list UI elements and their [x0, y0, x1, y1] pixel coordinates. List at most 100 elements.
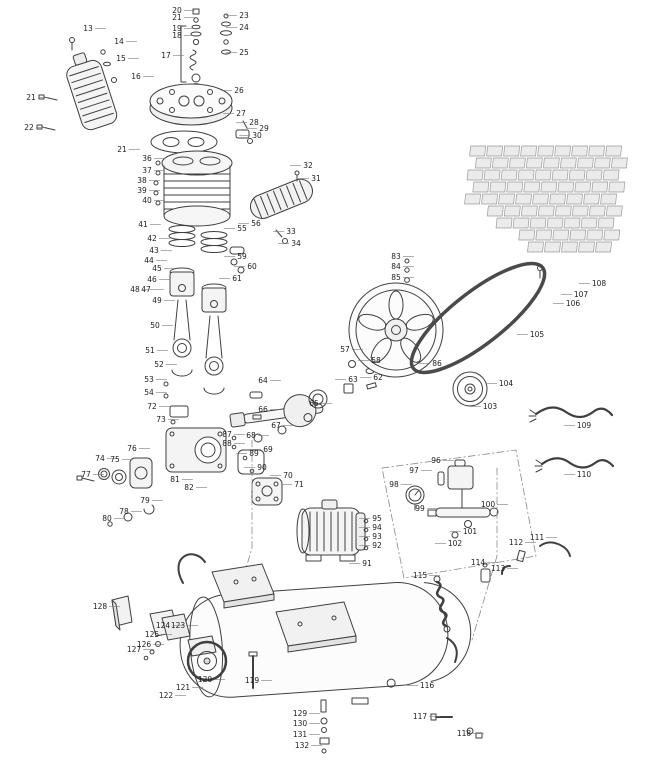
part-label-105-93: 105	[530, 330, 545, 339]
part-label-33-22: 33	[286, 227, 296, 236]
part-label-79-67: 79	[140, 496, 150, 505]
fin-brick	[569, 229, 587, 241]
fin-brick	[503, 205, 521, 217]
tank-foot	[351, 697, 369, 705]
filter-bolt	[69, 37, 75, 51]
cylinder-block	[161, 150, 233, 227]
accessory-plates	[143, 609, 191, 661]
fin-brick	[605, 205, 623, 217]
fin-brick	[486, 145, 504, 157]
fin-brick	[517, 169, 535, 181]
drain-hardware	[319, 699, 330, 754]
part-label-93-81: 93	[372, 532, 382, 541]
part-label-41-29: 41	[138, 220, 148, 229]
fin-brick	[593, 157, 611, 169]
bearing-cover-cluster	[76, 457, 155, 527]
part-label-106-94: 106	[566, 299, 581, 308]
fin-brick	[580, 217, 598, 229]
part-label-112-100: 112	[509, 538, 524, 547]
part-label-21-10: 21	[117, 145, 127, 154]
fin-brick	[503, 145, 521, 157]
strainer-screw	[294, 170, 300, 182]
part-label-120-108: 120	[198, 675, 213, 684]
fin-brick	[486, 205, 504, 217]
part-label-40-28: 40	[142, 196, 152, 205]
part-label-74-62: 74	[95, 454, 105, 463]
part-label-103-91: 103	[483, 402, 498, 411]
fin-brick	[508, 157, 526, 169]
part-label-80-68: 80	[102, 514, 112, 523]
part-label-56-44: 56	[251, 219, 261, 228]
outlet-pipe	[480, 541, 571, 583]
part-label-96-84: 96	[431, 456, 441, 465]
part-label-22-11: 22	[24, 123, 34, 132]
part-label-116-104: 116	[420, 681, 435, 690]
part-label-13-0: 13	[83, 24, 93, 33]
part-label-39-27: 39	[137, 186, 147, 195]
part-label-109-97: 109	[577, 421, 592, 430]
fin-brick	[474, 157, 492, 169]
part-label-102-90: 102	[448, 539, 463, 548]
part-label-37-25: 37	[142, 166, 152, 175]
electric-motor	[296, 499, 366, 562]
intake-strainer	[249, 178, 313, 219]
grid-bolt	[537, 265, 543, 279]
fin-brick	[464, 193, 481, 205]
fin-brick	[542, 157, 560, 169]
power-wires	[528, 406, 615, 473]
part-label-71-59: 71	[294, 480, 304, 489]
part-label-23-12: 23	[239, 11, 249, 20]
part-label-18-5: 18	[172, 31, 182, 40]
part-label-34-23: 34	[291, 239, 301, 248]
crankcase-gasket	[237, 449, 265, 475]
fin-brick	[512, 217, 530, 229]
part-label-113-101: 113	[491, 564, 506, 573]
fin-brick	[597, 217, 615, 229]
part-label-45-33: 45	[152, 264, 162, 273]
part-label-17-4: 17	[161, 51, 171, 60]
part-label-21-9: 21	[26, 93, 36, 102]
fin-brick	[559, 157, 577, 169]
fin-brick	[561, 241, 578, 253]
fin-brick	[532, 193, 549, 205]
part-label-30-19: 30	[252, 131, 262, 140]
breather-plate	[169, 405, 189, 425]
fin-brick	[535, 229, 553, 241]
part-label-72-60: 72	[147, 402, 157, 411]
part-label-127-115: 127	[127, 645, 142, 654]
part-label-89-77: 89	[249, 449, 259, 458]
fin-brick	[583, 193, 600, 205]
part-label-104-92: 104	[499, 379, 514, 388]
part-label-38-26: 38	[137, 176, 147, 185]
side-cover	[251, 477, 283, 506]
fin-brick	[603, 229, 621, 241]
part-label-50-38: 50	[150, 321, 160, 330]
part-label-115-103: 115	[413, 571, 428, 580]
valve-hardware-stack-right	[220, 13, 232, 55]
part-label-117-105: 117	[413, 712, 428, 721]
part-label-132-120: 132	[295, 741, 310, 750]
part-label-86-74: 86	[432, 359, 442, 368]
crankshaft	[229, 394, 324, 428]
fin-brick	[602, 169, 620, 181]
piston-rings	[168, 225, 228, 253]
fin-brick	[551, 169, 569, 181]
fin-brick	[537, 205, 555, 217]
part-label-55-43: 55	[237, 224, 247, 233]
part-label-125-113: 125	[145, 630, 160, 639]
part-label-99-87: 99	[415, 504, 425, 513]
fin-brick	[588, 145, 606, 157]
fin-brick	[600, 193, 617, 205]
part-label-69-57: 69	[263, 445, 273, 454]
part-label-81-69: 81	[170, 475, 180, 484]
wrist-pin-hardware	[229, 246, 245, 274]
connecting-rods	[171, 299, 225, 395]
part-label-24-13: 24	[239, 23, 249, 32]
part-label-100-88: 100	[481, 500, 496, 509]
part-label-101-89: 101	[463, 527, 478, 536]
fin-block-grid	[464, 145, 628, 253]
valve-hardware-stack-left	[189, 8, 202, 89]
outlet-fitting	[235, 120, 253, 144]
fin-brick	[483, 169, 501, 181]
